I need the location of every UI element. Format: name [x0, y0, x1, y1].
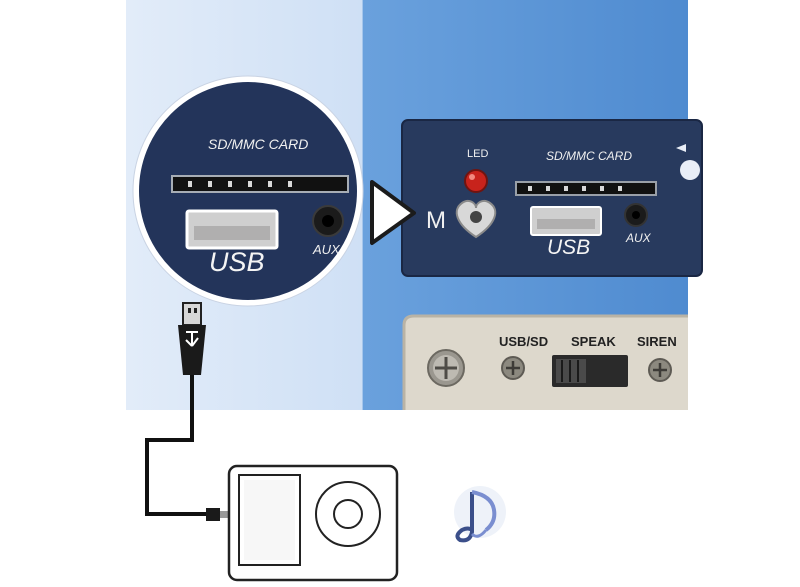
usb-cable-icon — [145, 302, 228, 521]
callout-card-label: SD/MMC CARD — [208, 136, 308, 152]
music-note-icon — [454, 486, 506, 543]
mp3-player-icon — [227, 464, 399, 582]
siren-label: SIREN — [637, 334, 677, 349]
speak-label: SPEAK — [571, 334, 616, 349]
led-indicator — [464, 169, 488, 193]
mode-label: M — [426, 207, 446, 234]
panel-aux-label: AUX — [625, 231, 652, 245]
usb-sd-label: USB/SD — [499, 334, 548, 349]
led-label: LED — [467, 148, 488, 160]
remote-sensor-icon — [680, 160, 700, 180]
triangle-arrow-icon — [370, 180, 416, 245]
callout-usb-label: USB — [209, 247, 265, 277]
callout-aux-label: AUX — [312, 242, 341, 257]
callout-sd-slot[interactable] — [171, 175, 349, 193]
screw-icon — [427, 349, 465, 387]
panel-card-label: SD/MMC CARD — [546, 149, 632, 163]
panel-usb-label: USB — [547, 236, 590, 259]
